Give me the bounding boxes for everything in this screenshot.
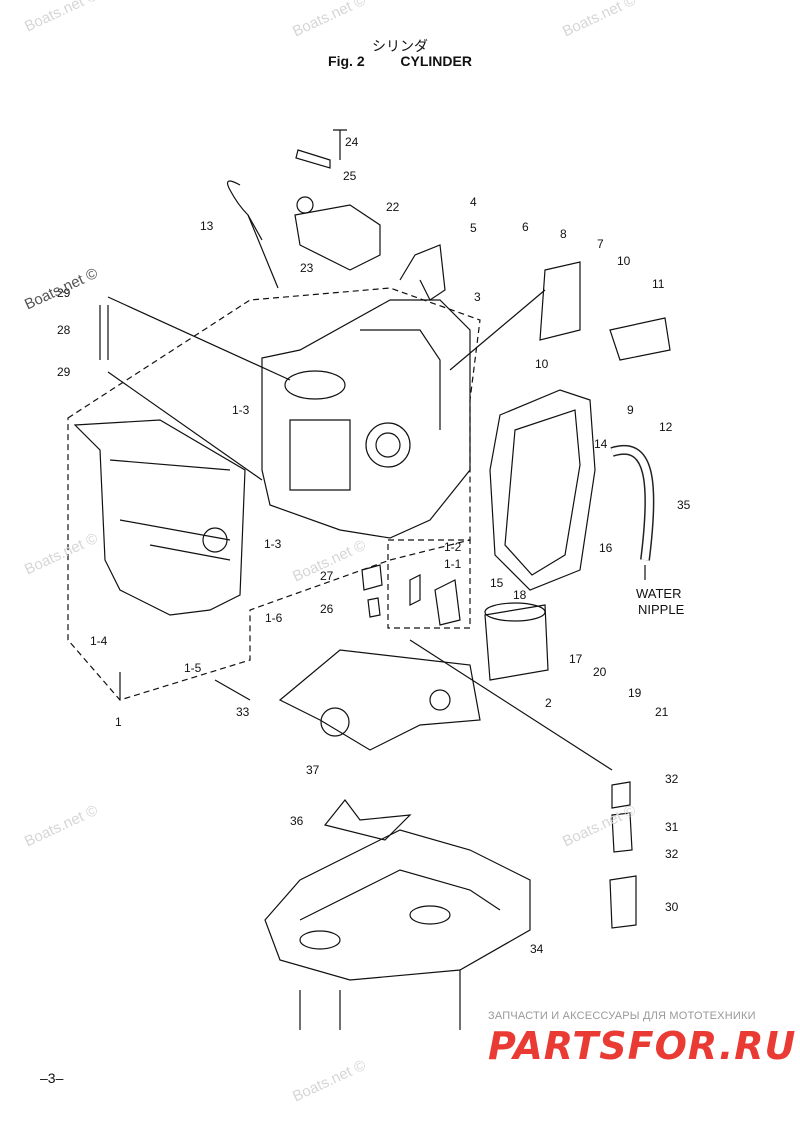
callout-label: 13: [200, 219, 214, 233]
callout-label: 1-3: [264, 537, 282, 551]
callout-label: 1-5: [184, 661, 202, 675]
bracket-3: [399, 244, 446, 301]
title-japanese: シリンダ: [372, 38, 428, 54]
callout-label: 32: [665, 847, 679, 861]
callout-label: 19: [628, 686, 642, 700]
callout-label: 28: [57, 323, 71, 337]
water-label-line1: WATER: [636, 586, 682, 601]
callout-label: 29: [57, 365, 71, 379]
callout-label: 5: [470, 221, 477, 235]
callout-label: 14: [594, 437, 608, 451]
parts-linework: [67, 129, 671, 1030]
callout-label: 1-1: [444, 557, 462, 571]
callout-label: 2: [545, 696, 552, 710]
callout-label: 35: [677, 498, 691, 512]
callout-label: 21: [655, 705, 669, 719]
brand-logo-text: PARTSFOR.RU: [488, 1024, 797, 1068]
callout-label: 16: [599, 541, 613, 555]
callout-label: 1-4: [90, 634, 108, 648]
callout-label: 12: [659, 420, 673, 434]
callout-label: 10: [617, 254, 631, 268]
callout-label: 15: [490, 576, 504, 590]
oil-filter: [484, 604, 549, 681]
water-label-line2: NIPPLE: [638, 602, 685, 617]
callout-label: 20: [593, 665, 607, 679]
gasket-33: [278, 649, 481, 751]
footer-tagline: ЗАПЧАСТИ И АКСЕССУАРЫ ДЛЯ МОТОТЕХНИКИ: [488, 1010, 756, 1022]
drive-shaft-housing: [264, 829, 531, 981]
callout-label: 4: [470, 195, 477, 209]
callout-label: 6: [522, 220, 529, 234]
cylinder-block: [261, 299, 471, 539]
callout-label: 22: [386, 200, 400, 214]
callout-label: 30: [665, 900, 679, 914]
callout-label: 1-3: [232, 403, 250, 417]
callout-label: 11: [652, 277, 665, 291]
callout-label: 7: [597, 237, 604, 251]
dipstick: [227, 180, 279, 289]
callout-label: 27: [320, 569, 334, 583]
page-number: –3–: [40, 1070, 64, 1086]
callout-label: 36: [290, 814, 304, 828]
callout-label: 29: [57, 286, 71, 300]
group-outline-kit: [387, 539, 471, 629]
figure-number: Fig. 2: [328, 53, 365, 69]
callout-label: 37: [306, 763, 320, 777]
figure-title: Fig. 2 CYLINDER: [0, 53, 800, 69]
callout-label: 25: [343, 169, 357, 183]
callout-label: 23: [300, 261, 314, 275]
callout-label: 31: [665, 820, 679, 834]
cover-22: [294, 204, 381, 271]
callout-label: 26: [320, 602, 334, 616]
group-outline-cylinder: [67, 287, 481, 701]
callout-label: 18: [513, 588, 527, 602]
callout-label: 17: [569, 652, 583, 666]
callout-label: 33: [236, 705, 250, 719]
callout-label: 34: [530, 942, 544, 956]
callout-label: 24: [345, 135, 359, 149]
figure-title-en: CYLINDER: [400, 53, 472, 69]
callout-label: 1-6: [265, 611, 283, 625]
callout-label: 1: [115, 715, 122, 729]
callout-label: 3: [474, 290, 481, 304]
callout-label: 9: [627, 403, 634, 417]
crankcase: [73, 419, 246, 616]
callout-label: 10: [535, 357, 549, 371]
callout-label: 1-2: [444, 540, 462, 554]
callout-label: 8: [560, 227, 567, 241]
callout-labels: 24 25 22 4 5 13 23 3 6 8 7 10 11 29 28 2…: [57, 135, 691, 956]
callout-label: 32: [665, 772, 679, 786]
exhaust-cover-14: [489, 389, 596, 591]
